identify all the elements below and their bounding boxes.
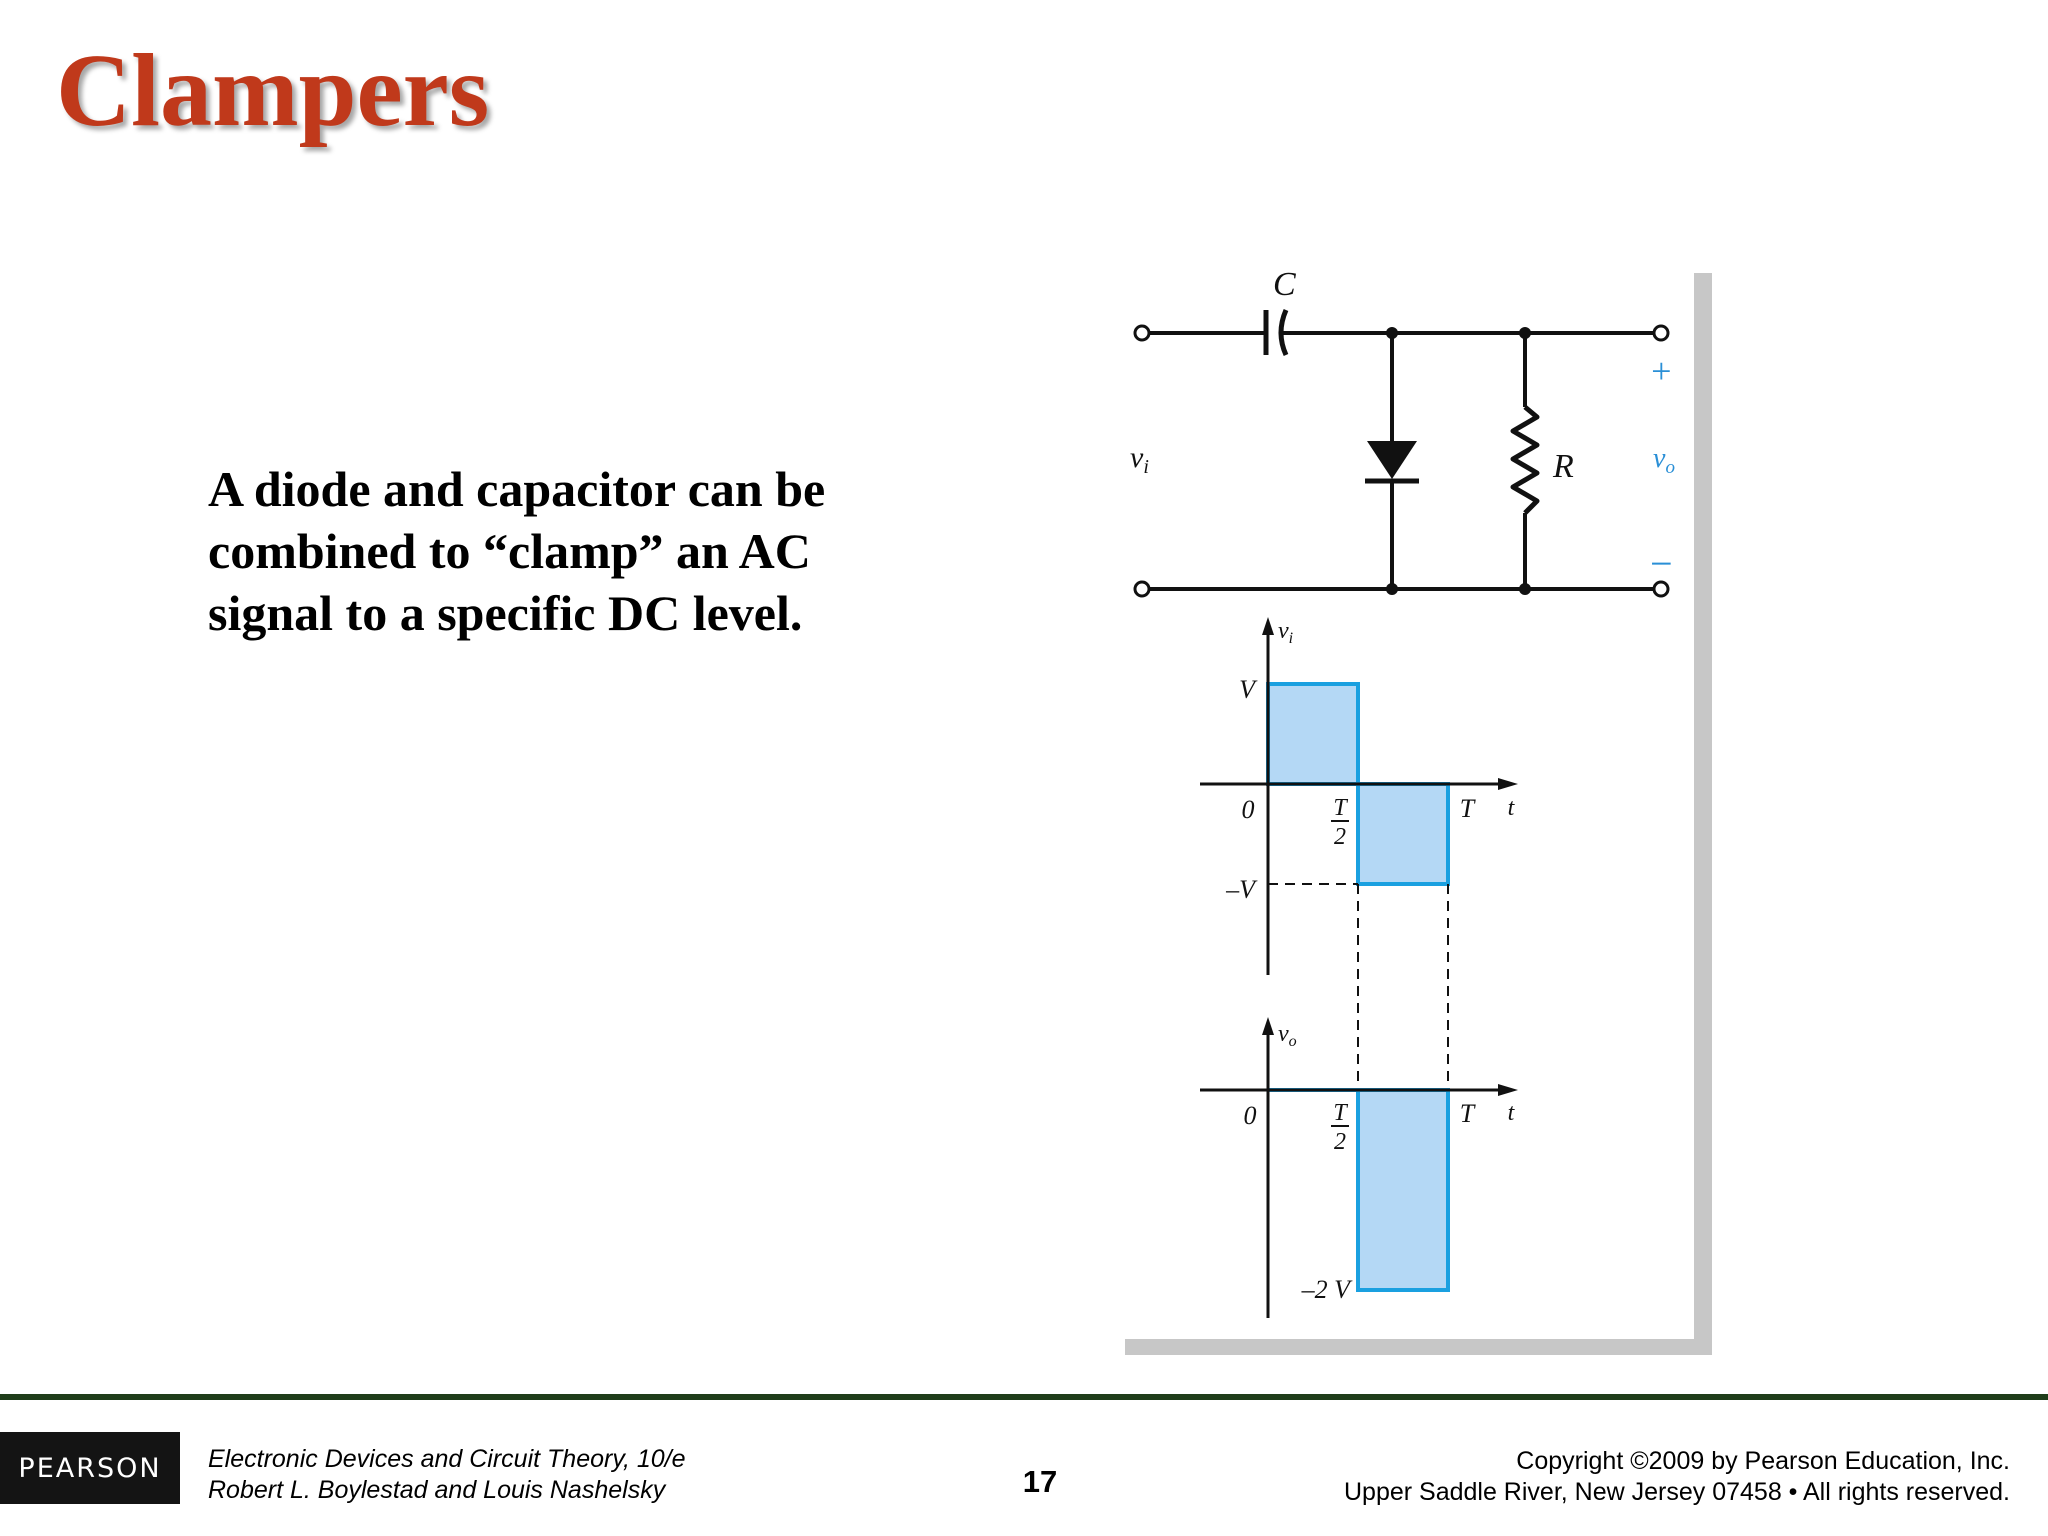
capacitor-symbol — [1263, 309, 1289, 357]
junction-dot — [1386, 583, 1398, 595]
output-y-arrow — [1262, 1017, 1274, 1035]
clamper-figure: C R vi vo + − vi V –V 0 T 2 T t vo 0 T 2… — [1125, 266, 1712, 1355]
output-half-period-num: T — [1333, 1100, 1348, 1126]
input-period-label: T — [1460, 794, 1476, 823]
input-positive-half — [1266, 682, 1360, 786]
output-half-period-den: 2 — [1334, 1129, 1346, 1155]
output-origin-label: 0 — [1244, 1101, 1257, 1130]
body-line-3: signal to a specific DC level. — [208, 585, 803, 641]
output-time-label: t — [1508, 1100, 1516, 1126]
slide-title: Clampers — [56, 33, 490, 148]
page-number: 17 — [1022, 1464, 1058, 1499]
output-negative-half — [1356, 1088, 1450, 1292]
input-negative-half — [1356, 782, 1450, 886]
output-period-label: T — [1460, 1099, 1476, 1128]
junction-dot — [1386, 327, 1398, 339]
output-x-arrow — [1498, 1084, 1518, 1096]
book-authors: Robert L. Boylestad and Louis Nashelsky — [208, 1476, 666, 1504]
input-origin-label: 0 — [1242, 795, 1255, 824]
book-title: Electronic Devices and Circuit Theory, 1… — [208, 1445, 686, 1473]
junction-dot — [1519, 327, 1531, 339]
output-neg-level-label: –2 V — [1301, 1275, 1354, 1304]
copyright-line-1: Copyright ©2009 by Pearson Education, In… — [1516, 1447, 2010, 1475]
input-time-label: t — [1508, 795, 1516, 821]
figure-shadow-right — [1694, 273, 1712, 1353]
input-half-period-den: 2 — [1334, 824, 1346, 850]
input-y-label: vi — [1278, 618, 1293, 647]
input-pos-level-label: V — [1239, 675, 1258, 704]
resistor-symbol — [1510, 405, 1540, 515]
plus-sign: + — [1649, 351, 1673, 391]
resistor-label: R — [1552, 448, 1574, 485]
figure-shadow-bottom — [1125, 1339, 1712, 1355]
input-x-arrow — [1498, 778, 1518, 790]
output-y-label: vo — [1278, 1021, 1297, 1050]
diode-symbol — [1365, 441, 1419, 484]
pearson-logo: PEARSON — [0, 1432, 180, 1504]
input-half-period-num: T — [1333, 795, 1348, 821]
junction-dot — [1519, 583, 1531, 595]
copyright-notice: Copyright ©2009 by Pearson Education, In… — [1344, 1446, 2010, 1508]
book-citation: Electronic Devices and Circuit Theory, 1… — [208, 1444, 686, 1506]
input-terminal-bottom — [1133, 580, 1151, 598]
minus-sign: − — [1648, 541, 1675, 586]
footer-divider — [0, 1394, 2048, 1400]
input-neg-level-label: –V — [1225, 875, 1258, 904]
capacitor-label: C — [1273, 266, 1296, 303]
input-voltage-label: vi — [1130, 441, 1149, 478]
body-text: A diode and capacitor can be combined to… — [208, 458, 908, 644]
output-waveform-plot — [1200, 1017, 1518, 1318]
output-terminal-top — [1652, 324, 1670, 342]
clamper-circuit — [1148, 331, 1661, 591]
input-terminal-top — [1133, 324, 1151, 342]
input-waveform-plot — [1200, 617, 1518, 975]
output-terminal-bottom — [1652, 580, 1670, 598]
output-voltage-label: vo — [1653, 443, 1675, 478]
input-y-arrow — [1262, 617, 1274, 635]
body-line-2: combined to “clamp” an AC — [208, 523, 811, 579]
body-line-1: A diode and capacitor can be — [208, 461, 826, 517]
copyright-line-2: Upper Saddle River, New Jersey 07458 • A… — [1343, 1478, 2010, 1506]
